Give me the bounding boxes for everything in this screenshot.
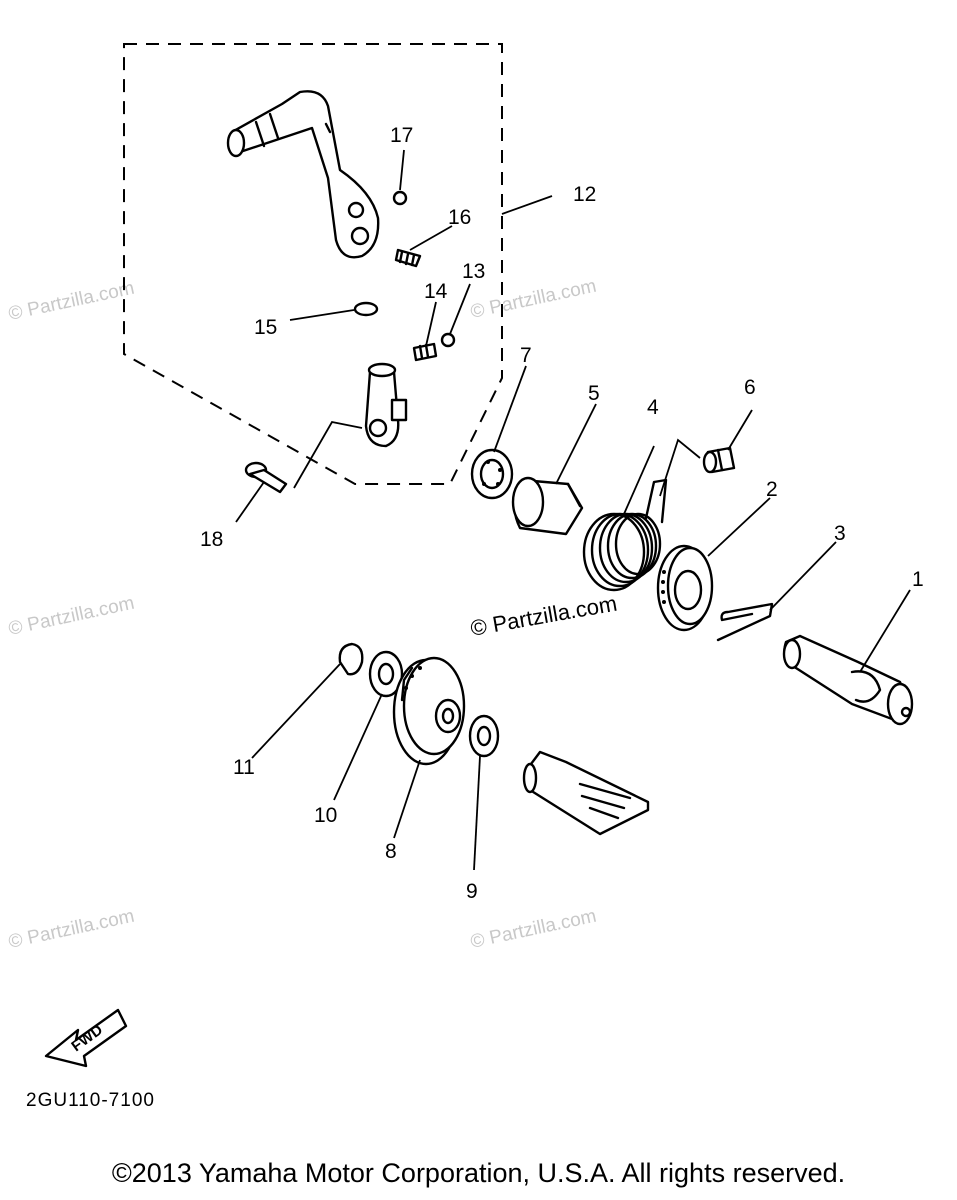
- part-label-14: 14: [424, 280, 448, 303]
- watermark: © Partzilla.com: [7, 278, 137, 325]
- diagram-code: 2GU110-7100: [26, 1090, 155, 1111]
- kick-shaft-1: [782, 634, 914, 726]
- bolt-18: [244, 461, 288, 494]
- part-label-6: 6: [744, 376, 756, 399]
- part-label-5: 5: [588, 382, 600, 405]
- washer-9: [468, 714, 500, 758]
- spring-guide-6: [702, 446, 736, 474]
- assembly-boundary: [123, 43, 503, 485]
- part-label-1: 1: [912, 568, 924, 591]
- copyright-notice: ©2013 Yamaha Motor Corporation, U.S.A. A…: [111, 1158, 846, 1188]
- clip-3: [716, 602, 774, 642]
- part-label-18: 18: [200, 528, 223, 551]
- part-label-3: 3: [834, 522, 846, 545]
- lever-boss: [364, 362, 408, 448]
- leader-lines: [235, 149, 911, 871]
- collar-5: [511, 476, 584, 536]
- idle-gear-8: [392, 656, 466, 766]
- watermark-center: © Partzilla.com: [469, 591, 619, 641]
- watermark: © Partzilla.com: [469, 906, 599, 953]
- part-label-11: 11: [233, 756, 255, 779]
- part-label-13: 13: [462, 260, 485, 283]
- watermark: © Partzilla.com: [469, 276, 599, 323]
- circlip-11: [338, 642, 364, 676]
- part-label-17: 17: [390, 124, 413, 147]
- fwd-arrow-icon: FWD: [44, 1008, 128, 1068]
- small-parts: [353, 190, 456, 362]
- washer-10: [368, 650, 404, 698]
- part-label-2: 2: [766, 478, 778, 501]
- part-label-12: 12: [573, 183, 596, 206]
- part-label-9: 9: [466, 880, 478, 903]
- part-label-4: 4: [647, 396, 659, 419]
- ratchet-wheel-2: [656, 544, 714, 632]
- torsion-spring-4: [582, 478, 668, 592]
- part-label-7: 7: [520, 344, 532, 367]
- part-label-16: 16: [448, 206, 471, 229]
- part-labels: 1 2 3 4 5 6 7 8 9 10 11 12 13 14 15 16 1…: [200, 124, 924, 903]
- watermark: © Partzilla.com: [7, 906, 137, 953]
- watermarks: © Partzilla.com © Partzilla.com © Partzi…: [7, 276, 619, 953]
- part-label-8: 8: [385, 840, 397, 863]
- watermark: © Partzilla.com: [7, 593, 137, 640]
- transmission-shaft: [522, 750, 650, 836]
- bearing-7: [470, 448, 514, 500]
- part-label-15: 15: [254, 316, 277, 339]
- kick-crank-lever: [226, 90, 380, 259]
- part-label-10: 10: [314, 804, 337, 827]
